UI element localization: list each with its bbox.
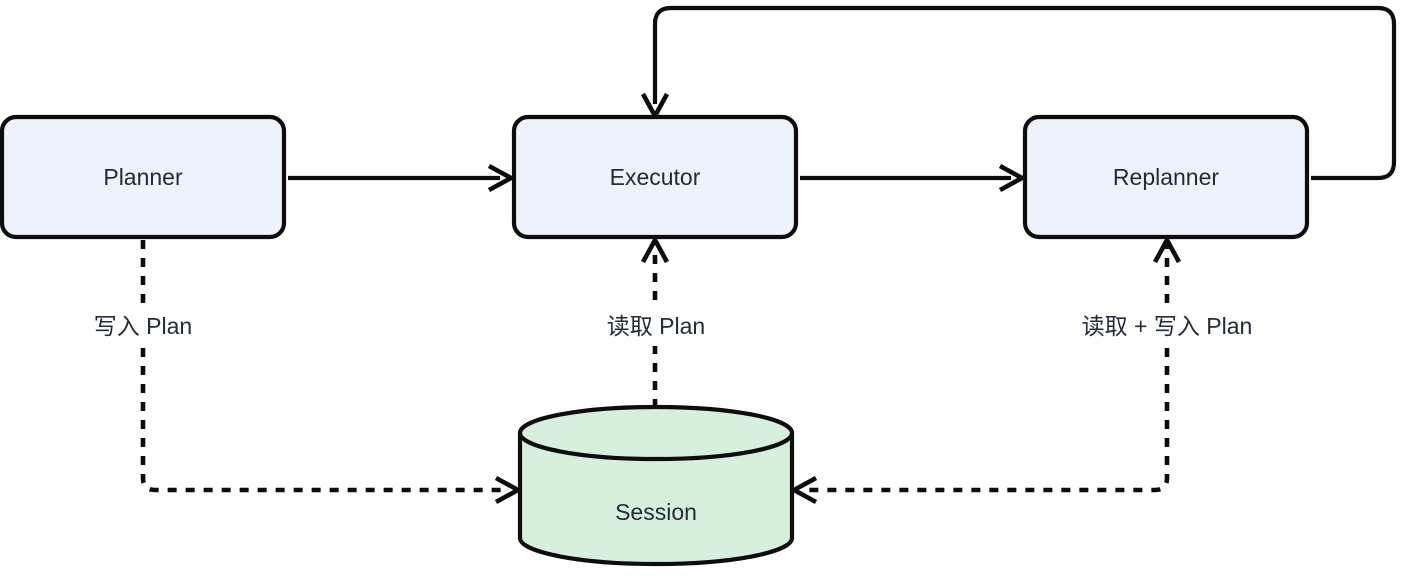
edge-planner-to-session: 写入 Plan xyxy=(68,240,523,505)
node-executor[interactable]: Executor xyxy=(511,114,799,240)
planner-box[interactable] xyxy=(0,114,287,240)
arrow-head-icon xyxy=(998,163,1027,193)
edge-label-write-plan: 写入 Plan xyxy=(94,313,192,339)
planner-label: Planner xyxy=(103,164,183,190)
session-label: Session xyxy=(615,499,697,525)
edge-label-read-plan: 读取 Plan xyxy=(607,313,705,339)
edge-label-read-write-plan: 读取 + 写入 Plan xyxy=(1082,313,1253,339)
arrow-head-icon xyxy=(640,235,670,264)
arrow-head-icon xyxy=(487,163,516,193)
edge-session-to-executor: 读取 Plan xyxy=(583,235,729,408)
session-cylinder-top[interactable] xyxy=(517,404,795,462)
session-cylinder-body[interactable] xyxy=(517,430,795,567)
edge-replanner-session: 读取 + 写入 Plan xyxy=(789,235,1284,505)
executor-box[interactable] xyxy=(511,114,799,240)
label-backdrop xyxy=(68,308,220,346)
replanner-box[interactable] xyxy=(1022,114,1310,240)
executor-label: Executor xyxy=(610,164,701,190)
arrow-head-icon-up xyxy=(1152,235,1182,264)
node-planner[interactable]: Planner xyxy=(0,114,287,240)
label-backdrop xyxy=(583,308,729,346)
edge-line xyxy=(140,240,506,493)
edge-line xyxy=(652,5,1397,181)
node-session[interactable]: Session xyxy=(517,404,795,567)
edge-line xyxy=(806,240,1170,493)
replanner-label: Replanner xyxy=(1113,164,1219,190)
edge-executor-to-replanner xyxy=(800,163,1027,193)
node-replanner[interactable]: Replanner xyxy=(1022,114,1310,240)
label-backdrop xyxy=(1052,308,1284,346)
edge-planner-to-executor xyxy=(288,163,516,193)
